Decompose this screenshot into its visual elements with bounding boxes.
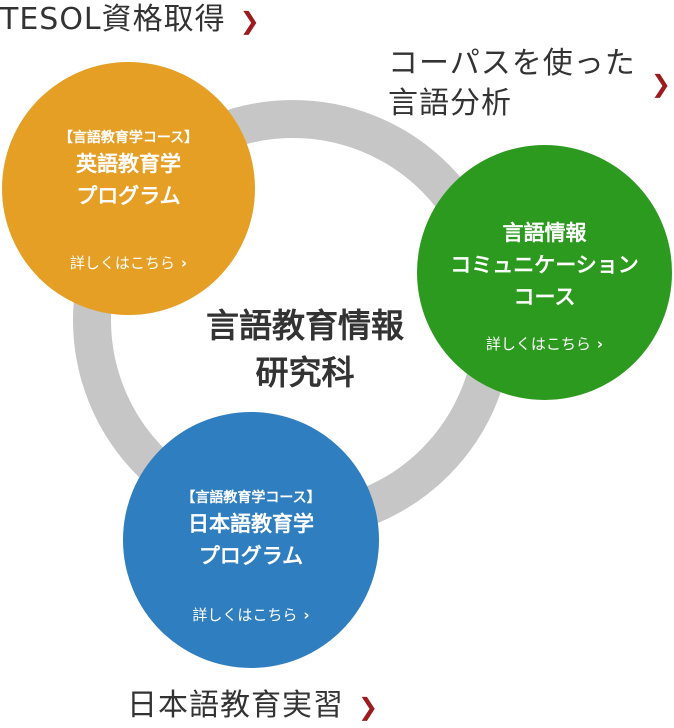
graduate-school-title: 言語教育情報 研究科 [175,302,435,396]
practicum-link-label: 日本語教育実習 [127,688,344,723]
title-line1: 言語教育情報 [206,306,404,345]
details-link[interactable]: 詳しくはこちら › [2,252,255,273]
japanese-teaching-practicum-link[interactable]: 日本語教育実習 ❯ [127,686,379,727]
program-name-line2: プログラム [76,184,181,208]
chevron-right-icon: › [596,335,604,353]
tesol-link-label: TESOL資格取得 [0,2,226,37]
corpus-link-line2: 言語分析 [388,86,512,121]
program-name-line2: プログラム [198,544,304,568]
chevron-right-icon: ❯ [650,70,672,98]
english-education-program-circle[interactable]: 【言語教育学コース】 英語教育学 プログラム 詳しくはこちら › [2,62,255,315]
chevron-right-icon: ❯ [239,7,261,35]
title-line2: 研究科 [255,353,355,392]
details-link[interactable]: 詳しくはこちら › [417,333,672,354]
details-link[interactable]: 詳しくはこちら › [123,604,379,625]
chevron-right-icon: › [180,254,188,272]
japanese-education-program-circle[interactable]: 【言語教育学コース】 日本語教育学 プログラム 詳しくはこちら › [123,412,379,668]
chevron-right-icon: ❯ [358,693,380,721]
language-info-communication-course-circle[interactable]: 言語情報 コミュニケーション コース 詳しくはこちら › [417,145,672,400]
details-link-label: 詳しくはこちら [485,335,591,353]
tesol-link[interactable]: TESOL資格取得 ❯ [0,0,261,41]
corpus-analysis-link[interactable]: コーパスを使った 言語分析 ❯ [388,44,674,124]
program-name-line1: 英語教育学 [76,152,181,176]
chevron-right-icon: › [303,606,310,624]
details-link-label: 詳しくはこちら [69,254,175,272]
program-name-line1: 日本語教育学 [188,512,314,536]
corpus-link-line1: コーパスを使った [388,46,636,81]
details-link-label: 詳しくはこちら [192,606,298,624]
course-name-line3: コース [513,285,576,309]
course-name-line1: 言語情報 [502,221,587,245]
course-tag: 【言語教育学コース】 [58,130,199,146]
course-tag: 【言語教育学コース】 [181,490,321,506]
course-name-line2: コミュニケーション [450,253,639,277]
